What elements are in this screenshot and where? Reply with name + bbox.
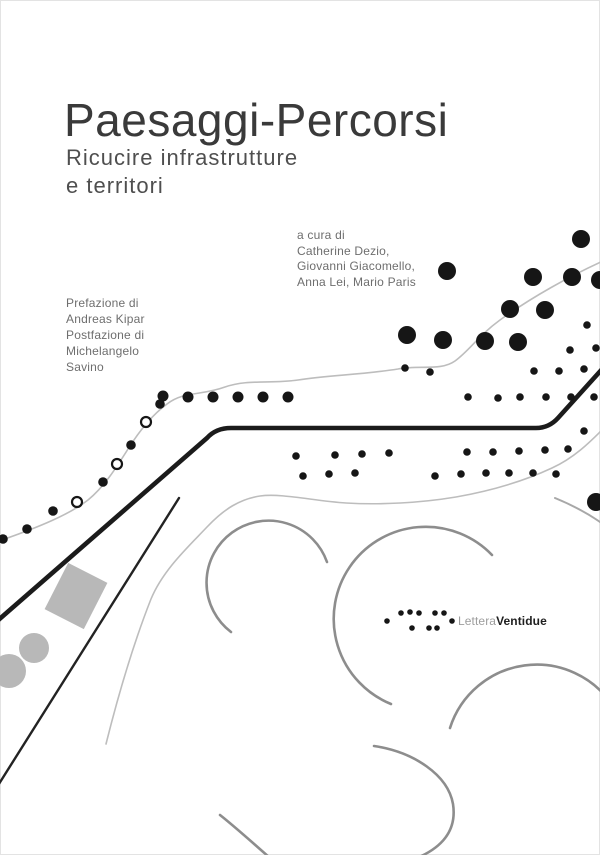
curators-block: a cura di Catherine Dezio, Giovanni Giac… bbox=[297, 228, 416, 290]
small-dots bbox=[292, 321, 600, 480]
subtitle-line: Ricucire infrastrutture bbox=[66, 145, 299, 170]
thin-gray-route-line-lower bbox=[105, 430, 600, 745]
publisher-logo: LetteraVentidue bbox=[458, 614, 547, 628]
road-thick-line bbox=[0, 368, 600, 622]
tree-canopy-arc bbox=[332, 525, 494, 706]
tree-canopy-arc bbox=[372, 744, 455, 855]
preface-line: Michelangelo bbox=[66, 344, 140, 358]
preface-line: Andreas Kipar bbox=[66, 312, 145, 326]
subtitle-line: e territori bbox=[66, 173, 164, 198]
preface-block: Prefazione di Andreas Kipar Postfazione … bbox=[66, 295, 145, 375]
secondary-black-line bbox=[0, 496, 181, 785]
route-dots bbox=[0, 399, 165, 544]
route-ring-dots bbox=[70, 415, 153, 509]
publisher-braille-icon bbox=[384, 609, 455, 631]
medium-dot-row bbox=[157, 390, 294, 403]
preface-line: Savino bbox=[66, 360, 104, 374]
gray-building-shapes bbox=[0, 562, 108, 688]
tree-canopy-arc bbox=[218, 813, 269, 855]
tree-canopy-arc bbox=[448, 663, 600, 730]
publisher-name-bold: Ventidue bbox=[496, 614, 547, 628]
curators-line: Anna Lei, Mario Paris bbox=[297, 274, 416, 289]
large-dots bbox=[398, 230, 600, 511]
curators-line: Catherine Dezio, bbox=[297, 243, 390, 258]
preface-line: Postfazione di bbox=[66, 328, 145, 342]
tree-canopy-arc bbox=[205, 519, 329, 634]
edge-arc-line bbox=[554, 497, 600, 524]
publisher-name-light: Lettera bbox=[458, 614, 497, 628]
curators-line: Giovanni Giacomello, bbox=[297, 259, 416, 273]
book-subtitle: Ricucire infrastrutture e territori bbox=[66, 144, 298, 200]
preface-line: Prefazione di bbox=[66, 296, 139, 310]
curators-line: a cura di bbox=[297, 228, 345, 242]
book-title: Paesaggi-Percorsi bbox=[64, 93, 449, 146]
